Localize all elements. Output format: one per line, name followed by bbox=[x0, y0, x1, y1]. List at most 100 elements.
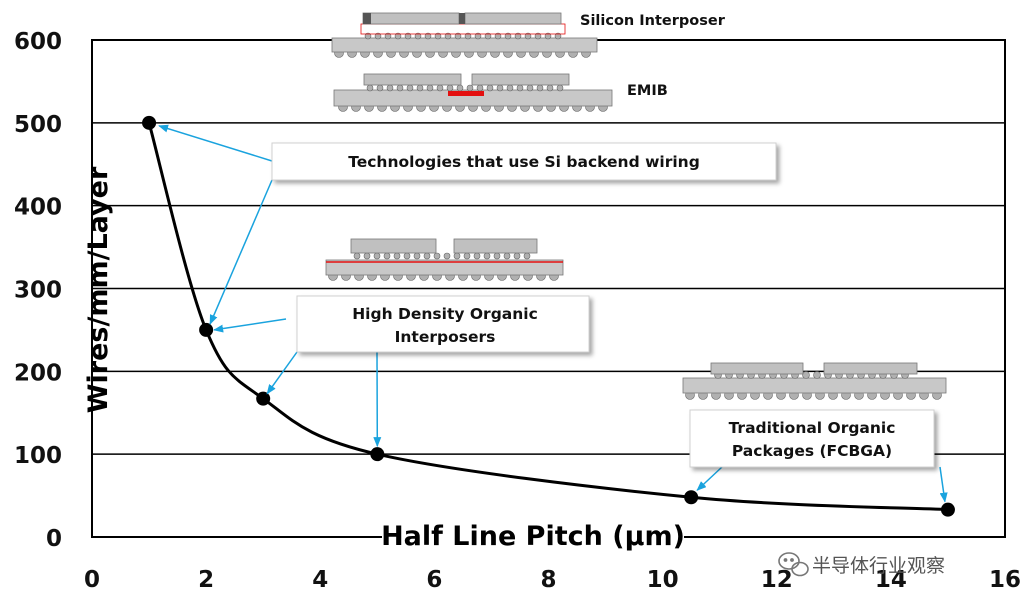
solder-bump bbox=[534, 32, 542, 40]
callout-hd-organic-line1: High Density Organic bbox=[352, 305, 538, 323]
callout-arrow bbox=[939, 466, 948, 503]
series-line bbox=[147, 122, 949, 512]
callout-arrows bbox=[158, 124, 948, 503]
package-substrate bbox=[682, 377, 947, 394]
data-point bbox=[199, 322, 214, 337]
x-tick-label: 14 bbox=[875, 567, 907, 593]
solder-bump bbox=[363, 252, 371, 260]
solder-bump bbox=[483, 252, 491, 260]
solder-bump bbox=[396, 84, 404, 92]
solder-bump bbox=[446, 84, 454, 92]
silicon-interposer bbox=[360, 23, 566, 35]
solder-bump bbox=[463, 252, 471, 260]
callout-traditional-line1: Traditional Organic bbox=[729, 419, 896, 437]
die bbox=[823, 362, 918, 375]
data-point bbox=[256, 391, 271, 406]
solder-bump bbox=[406, 84, 414, 92]
solder-bump bbox=[404, 32, 412, 40]
solder-bump bbox=[556, 84, 564, 92]
solder-bump bbox=[393, 252, 401, 260]
solder-bump bbox=[403, 252, 411, 260]
solder-bump bbox=[536, 84, 544, 92]
callout-si-backend-text: Technologies that use Si backend wiring bbox=[348, 153, 700, 171]
callout-traditional: Traditional Organic Packages (FCBGA) bbox=[689, 409, 935, 468]
emib-bridge bbox=[448, 91, 484, 96]
solder-bump bbox=[493, 252, 501, 260]
y-tick-label: 100 bbox=[14, 443, 62, 469]
solder-bump bbox=[416, 84, 424, 92]
solder-bump bbox=[384, 32, 392, 40]
callout-traditional-line2: Packages (FCBGA) bbox=[732, 442, 892, 460]
solder-bump bbox=[424, 32, 432, 40]
high-density-organic-diagram bbox=[325, 238, 564, 281]
solder-bump bbox=[524, 32, 532, 40]
callout-arrow bbox=[158, 124, 273, 162]
package-substrate bbox=[333, 89, 613, 107]
die-edge bbox=[363, 13, 371, 24]
die bbox=[453, 238, 538, 254]
solder-bump bbox=[464, 32, 472, 40]
solder-bump bbox=[506, 84, 514, 92]
emib-label: EMIB bbox=[627, 83, 668, 99]
silicon-interposer-diagram bbox=[331, 12, 598, 58]
solder-bump bbox=[523, 252, 531, 260]
solder-bump bbox=[484, 32, 492, 40]
solder-bump bbox=[466, 84, 474, 92]
solder-bump bbox=[544, 32, 552, 40]
y-tick-label: 500 bbox=[14, 112, 62, 138]
die bbox=[710, 362, 804, 375]
die bbox=[471, 73, 570, 86]
solder-bump bbox=[473, 252, 481, 260]
solder-bump bbox=[514, 32, 522, 40]
solder-bump bbox=[374, 32, 382, 40]
solder-bump bbox=[802, 371, 810, 379]
data-point bbox=[142, 115, 157, 130]
x-tick-label: 12 bbox=[761, 567, 793, 593]
solder-bump bbox=[453, 252, 461, 260]
solder-bump bbox=[394, 32, 402, 40]
callout-arrow bbox=[213, 318, 287, 333]
y-tick-label: 600 bbox=[14, 29, 62, 55]
die bbox=[350, 238, 437, 254]
solder-bump bbox=[373, 252, 381, 260]
x-axis-title-group: Half Line Pitch (μm) bbox=[381, 517, 685, 553]
data-point bbox=[940, 502, 955, 517]
silicon-interposer-label: Silicon Interposer bbox=[580, 13, 726, 29]
emib-diagram bbox=[333, 73, 613, 112]
data-points bbox=[142, 115, 955, 517]
solder-bump bbox=[454, 32, 462, 40]
x-axis-title: Half Line Pitch (μm) bbox=[381, 521, 685, 552]
watermark-text: 半导体行业观察 bbox=[812, 555, 945, 577]
traditional-organic-diagram bbox=[682, 362, 947, 400]
die-edge bbox=[459, 13, 465, 24]
die bbox=[362, 12, 460, 25]
solder-bump bbox=[366, 84, 374, 92]
solder-bump bbox=[426, 84, 434, 92]
solder-bump bbox=[546, 84, 554, 92]
solder-bump bbox=[413, 252, 421, 260]
solder-bump bbox=[456, 84, 464, 92]
solder-bump bbox=[423, 252, 431, 260]
x-tick-label: 2 bbox=[198, 567, 214, 593]
solder-bump bbox=[476, 84, 484, 92]
y-tick-label: 0 bbox=[46, 526, 62, 552]
solder-bump bbox=[496, 84, 504, 92]
solder-bump bbox=[486, 84, 494, 92]
solder-bump bbox=[383, 252, 391, 260]
callout-arrow bbox=[209, 179, 273, 325]
solder-bump bbox=[386, 84, 394, 92]
y-tick-label: 200 bbox=[14, 360, 62, 386]
x-tick-label: 10 bbox=[647, 567, 679, 593]
package-substrate bbox=[331, 37, 598, 53]
callout-arrow bbox=[266, 351, 298, 395]
solder-bump bbox=[433, 252, 441, 260]
y-axis-title: Wires/mm/Layer bbox=[83, 166, 114, 413]
die bbox=[464, 12, 562, 25]
solder-bump bbox=[443, 252, 451, 260]
solder-bump bbox=[474, 32, 482, 40]
y-tick-label: 300 bbox=[14, 278, 62, 304]
x-tick-label: 8 bbox=[540, 567, 556, 593]
